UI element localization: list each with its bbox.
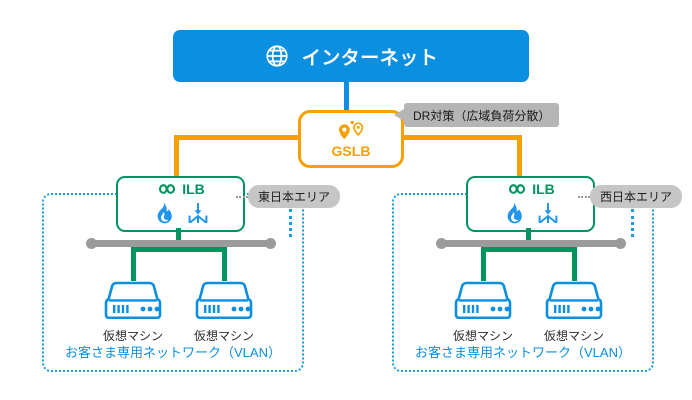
- bus-line-west: [441, 240, 621, 247]
- ilb-label-west: ILB: [532, 181, 555, 197]
- ilb-node-east: ILB: [116, 176, 245, 232]
- dr-callout: DR対策（広域負荷分散）: [404, 103, 560, 127]
- server-icon: [97, 281, 169, 324]
- gslb-right-branch-v: [517, 135, 522, 179]
- vm-label-west-1: 仮想マシン: [452, 329, 513, 343]
- vm-east-1: 仮想マシン: [97, 281, 169, 344]
- vm-east-2: 仮想マシン: [188, 281, 260, 344]
- area-pill-east: 東日本エリア: [248, 185, 341, 208]
- vm-label-east-2: 仮想マシン: [193, 329, 254, 343]
- vm-label-east-1: 仮想マシン: [102, 329, 163, 343]
- vm-drop-east-1: [131, 247, 136, 281]
- dr-callout-arrow-icon: [394, 109, 404, 121]
- area-connector-west: [578, 196, 590, 198]
- gslb-left-branch-v: [174, 135, 179, 179]
- gslb-left-branch-h: [174, 135, 301, 140]
- bus-endpoint-right-west: [615, 238, 626, 249]
- bus-line-east: [91, 240, 271, 247]
- dr-callout-text: DR対策（広域負荷分散）: [413, 108, 551, 123]
- infinity-icon: [156, 182, 178, 196]
- infinity-icon: [506, 182, 528, 196]
- server-icon: [188, 281, 260, 324]
- internet-to-gslb-line: [344, 82, 349, 112]
- internet-node: インターネット: [173, 30, 529, 82]
- firewall-flame-icon: [153, 202, 173, 224]
- vm-west-2: 仮想マシン: [538, 281, 610, 344]
- area-label-west: 西日本エリア: [600, 190, 673, 204]
- vm-drop-west-2: [572, 247, 577, 281]
- gslb-node: GSLB: [298, 110, 404, 168]
- area-dotted-down-west: [631, 209, 634, 237]
- server-icon: [538, 281, 610, 324]
- ilb-node-west: ILB: [466, 176, 595, 232]
- area-dotted-down-east: [289, 209, 292, 237]
- gslb-label: GSLB: [331, 143, 371, 159]
- ilb-label-east: ILB: [182, 181, 205, 197]
- map-pin-icon: [334, 120, 368, 142]
- vm-west-1: 仮想マシン: [447, 281, 519, 344]
- vm-bus-east: [131, 247, 227, 252]
- globe-icon: [264, 43, 290, 69]
- vlan-label-east: お客さま専用ネットワーク（VLAN）: [65, 345, 281, 360]
- load-balancer-icon: [187, 202, 209, 224]
- firewall-flame-icon: [503, 202, 523, 224]
- vm-label-west-2: 仮想マシン: [543, 329, 604, 343]
- area-pill-west: 西日本エリア: [590, 185, 683, 208]
- area-connector-east: [236, 196, 248, 198]
- internet-label: インターネット: [301, 47, 439, 69]
- vlan-label-west: お客さま専用ネットワーク（VLAN）: [415, 345, 631, 360]
- gslb-right-branch-h: [395, 135, 522, 140]
- vm-drop-west-1: [481, 247, 486, 281]
- load-balancer-icon: [537, 202, 559, 224]
- vm-bus-west: [481, 247, 577, 252]
- server-icon: [447, 281, 519, 324]
- area-label-east: 東日本エリア: [258, 190, 331, 204]
- vm-drop-east-2: [222, 247, 227, 281]
- bus-endpoint-right-east: [265, 238, 276, 249]
